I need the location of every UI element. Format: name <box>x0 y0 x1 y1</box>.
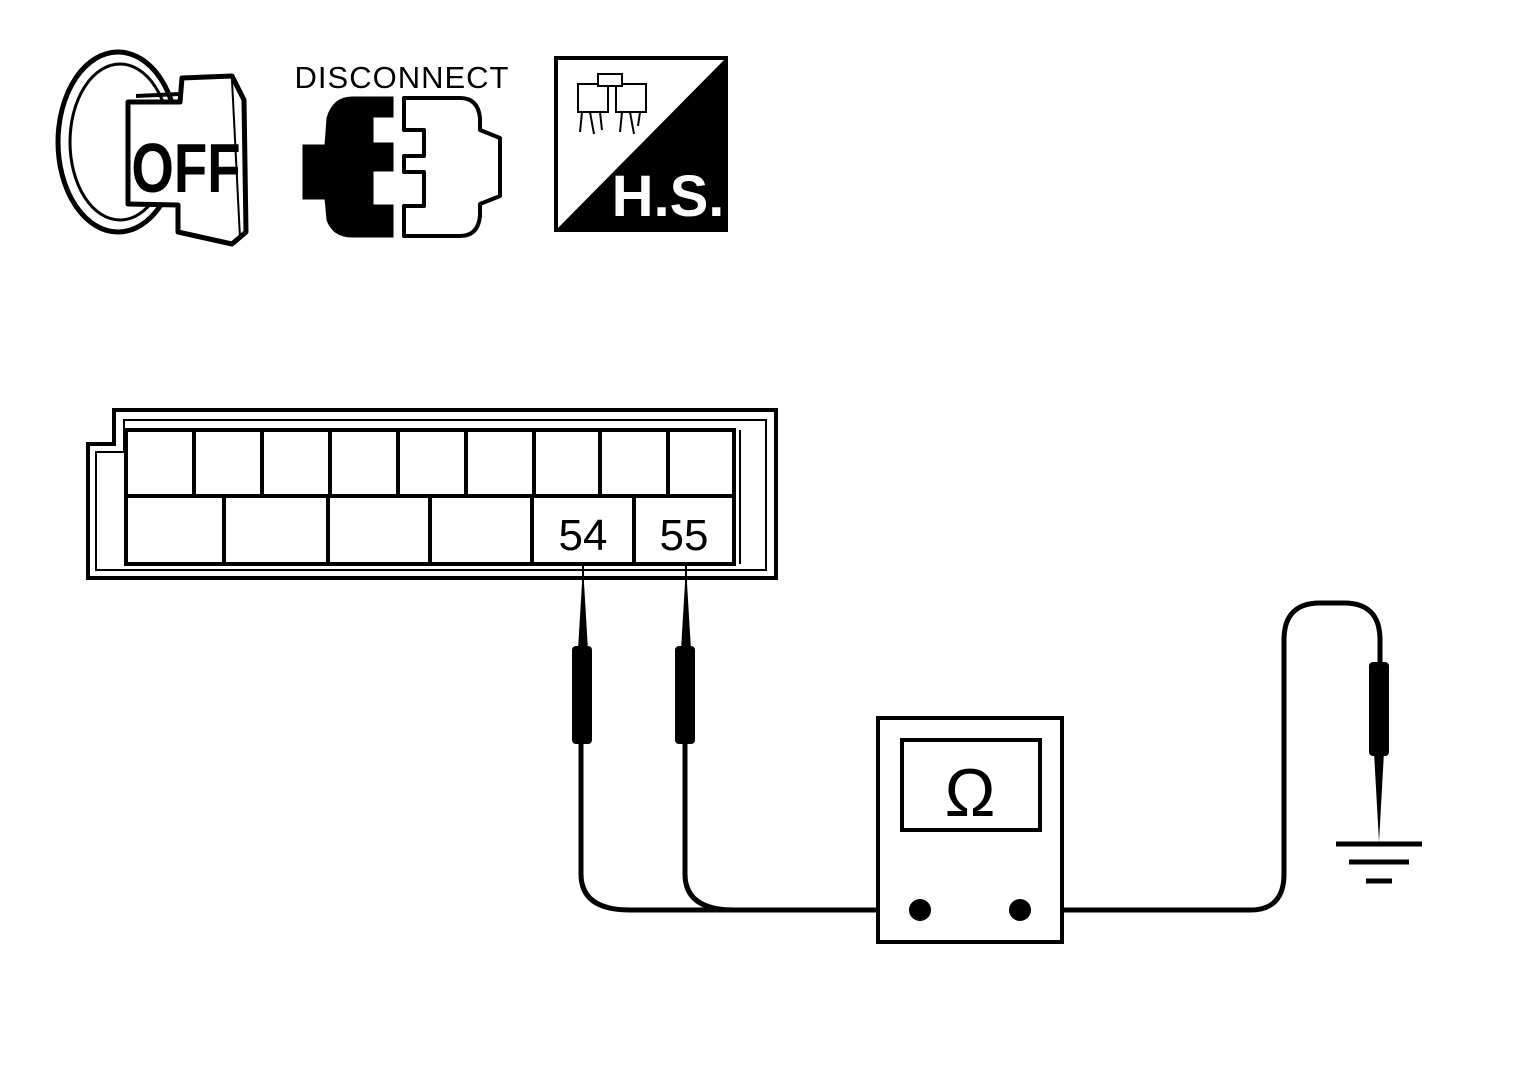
connector-face: 54 55 <box>86 408 778 580</box>
ground-symbol <box>1336 841 1422 884</box>
probe-ground <box>1369 662 1389 842</box>
meter-terminal-com <box>909 899 931 921</box>
connector-disconnect-icon: DISCONNECT <box>295 60 510 238</box>
terminal-55-label: 55 <box>660 511 709 560</box>
ignition-key-icon: OFF <box>55 49 249 247</box>
meter-terminal-ohm <box>1009 899 1031 921</box>
ignition-label: OFF <box>131 130 240 208</box>
harness-side-label: H.S. <box>612 164 725 229</box>
lead-54 <box>578 744 918 913</box>
ohm-symbol: Ω <box>945 755 996 831</box>
probe-terminal-55 <box>675 566 695 744</box>
harness-side-icon: H.S. <box>554 56 728 232</box>
probe-terminal-54 <box>572 566 592 744</box>
test-leads <box>578 600 1383 913</box>
terminal-54-label: 54 <box>559 511 608 560</box>
lead-ground <box>1020 600 1383 913</box>
ohmmeter: Ω <box>876 716 1064 944</box>
lead-55 <box>682 744 918 913</box>
disconnect-label: DISCONNECT <box>295 60 510 95</box>
